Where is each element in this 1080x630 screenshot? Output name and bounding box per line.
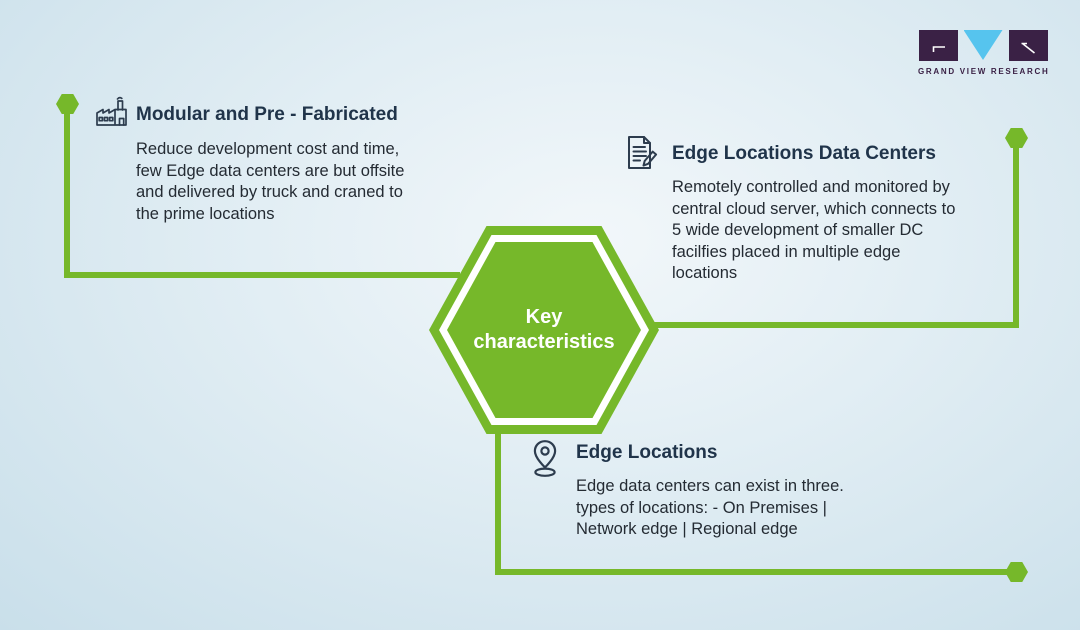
section-title-modular: Modular and Pre - Fabricated <box>136 104 398 125</box>
location-pin-icon <box>528 438 562 483</box>
grand-view-research-logo: GRAND VIEW RESEARCH <box>918 30 1048 76</box>
center-hexagon-label: Key characteristics <box>473 306 615 353</box>
logo-blocks <box>918 30 1048 61</box>
section-title-edge-dc: Edge Locations Data Centers <box>672 143 936 164</box>
section-body-edge-dc: Remotely controlled and monitored by cen… <box>672 178 956 282</box>
connector-line-left-vertical <box>64 104 70 278</box>
connector-endpoint-hexagon-top-left <box>56 94 79 114</box>
connector-line-right-horizontal <box>650 322 1019 328</box>
connector-line-bottom-vertical <box>495 424 501 575</box>
section-body-modular: Reduce development cost and time, few Ed… <box>136 140 405 223</box>
factory-icon <box>94 96 130 133</box>
logo-letter-v-icon <box>963 30 1003 60</box>
connector-endpoint-hexagon-right <box>1005 128 1028 148</box>
logo-letter-r-icon <box>1008 30 1048 61</box>
connector-line-bottom-horizontal <box>495 569 1016 575</box>
connector-line-right-vertical <box>1013 140 1019 328</box>
connector-line-left-horizontal <box>64 272 460 278</box>
logo-wordmark: GRAND VIEW RESEARCH <box>918 67 1050 76</box>
center-hexagon: Key characteristics <box>429 226 659 434</box>
document-edit-icon <box>622 134 660 177</box>
logo-letter-g-icon <box>918 30 958 61</box>
section-body-edge-locations: Edge data centers can exist in three. ty… <box>576 477 844 538</box>
connector-endpoint-hexagon-bottom-right <box>1005 562 1028 582</box>
section-title-edge-locations: Edge Locations <box>576 442 718 463</box>
